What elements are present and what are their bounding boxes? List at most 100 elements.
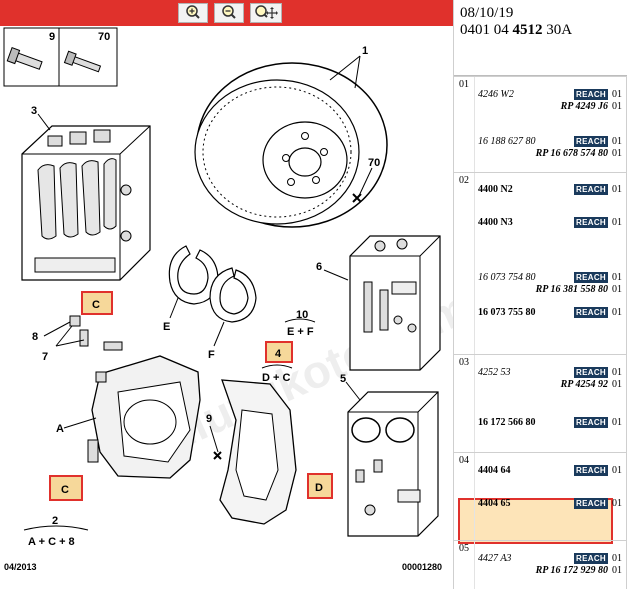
spring-clip-e[interactable]: E [163, 245, 219, 333]
part-row-selected[interactable]: 4404 65 REACH 01 [476, 496, 627, 526]
boxed-label-c-upper[interactable]: C [81, 291, 113, 315]
part-number[interactable]: 4404 65 [478, 498, 511, 509]
zoom-pan-button[interactable] [250, 3, 282, 23]
quantity: 01 [612, 417, 622, 428]
replacement-part-number[interactable]: RP 4249 J6 [560, 101, 608, 112]
part-number[interactable]: 4246 W2 [478, 89, 514, 100]
part-number[interactable]: 4427 A3 [478, 553, 512, 564]
document-header: 08/10/19 0401 04 4512 30A [454, 0, 627, 46]
bolt-thumbnail-9[interactable]: 9 [3, 27, 60, 87]
reach-badge-button[interactable]: REACH [574, 272, 608, 283]
brake-caliper[interactable]: A [56, 355, 201, 479]
magnifier-move-icon [255, 5, 278, 19]
brake-pad-set[interactable]: 3 [21, 105, 151, 281]
callout-d-plus-c: D + C [262, 372, 290, 384]
group-divider [474, 453, 475, 540]
reach-badge-button[interactable]: REACH [574, 136, 608, 147]
replacement-part-number[interactable]: RP 16 678 574 80 [535, 148, 608, 159]
callout-a: A [56, 423, 64, 435]
reach-badge-button[interactable]: REACH [574, 417, 608, 428]
group-number: 04 [459, 455, 469, 466]
reach-badge-button[interactable]: REACH [574, 367, 608, 378]
callout-9-top: 9 [49, 31, 55, 43]
svg-text:D: D [315, 482, 323, 494]
magnifier-plus-icon [186, 5, 200, 19]
spring-clip-f[interactable]: F [208, 267, 257, 361]
quantity: 01 [612, 284, 622, 295]
part-number[interactable]: 16 172 566 80 [478, 417, 536, 428]
part-number[interactable]: 4252 53 [478, 367, 511, 378]
quantity: 01 [612, 498, 622, 509]
boxed-label-d[interactable]: D [307, 473, 333, 499]
header-reference: 0401 04 4512 30A [460, 22, 573, 38]
part-number[interactable]: 4400 N3 [478, 217, 513, 228]
caliper-bracket[interactable]: 9 [206, 379, 297, 525]
callout-f: F [208, 349, 215, 361]
part-row[interactable]: 4404 64 REACH 01 [476, 463, 627, 493]
header-date: 08/10/19 [460, 5, 514, 21]
reach-badge-button[interactable]: REACH [574, 217, 608, 228]
quantity: 01 [612, 101, 622, 112]
zoom-in-button[interactable] [178, 3, 208, 23]
part-row[interactable]: 16 172 566 80 REACH 01 [476, 415, 627, 445]
reach-badge-button[interactable]: REACH [574, 465, 608, 476]
boxed-label-c-lower[interactable]: C [49, 475, 83, 501]
part-number[interactable]: 16 188 627 80 [478, 136, 536, 147]
quantity: 01 [612, 565, 622, 576]
reach-badge-button[interactable]: REACH [574, 498, 608, 509]
reach-badge-button[interactable]: REACH [574, 553, 608, 564]
repair-kit-6[interactable]: 6 [316, 235, 441, 371]
reach-badge-button[interactable]: REACH [574, 307, 608, 318]
parts-list-pane: 08/10/19 0401 04 4512 30A 01 4246 W2 REACH… [453, 0, 627, 589]
zoom-out-button[interactable] [214, 3, 244, 23]
bolt-thumbnail-70[interactable]: 70 [58, 27, 118, 87]
callout-7: 7 [42, 351, 48, 363]
part-row[interactable]: 16 073 754 80 REACH 01 RP 16 381 558 80 01 [476, 270, 627, 300]
footer-plate-number: 00001280 [402, 562, 442, 572]
quantity: 01 [612, 272, 622, 283]
callout-10: 10 [296, 309, 308, 321]
quantity: 01 [612, 465, 622, 476]
svg-text:4: 4 [275, 348, 282, 360]
callout-70-mid: 70 [368, 157, 380, 169]
part-number[interactable]: 4400 N2 [478, 184, 513, 195]
callout-6: 6 [316, 261, 322, 273]
callout-9-mid: 9 [206, 413, 212, 425]
parts-group-04: 04 4404 64 REACH 01 4404 65 REACH 01 [454, 452, 627, 540]
replacement-part-number[interactable]: RP 16 381 558 80 [535, 284, 608, 295]
seal-kit-5[interactable]: 5 [340, 373, 439, 537]
part-number[interactable]: 16 073 754 80 [478, 272, 536, 283]
callout-3: 3 [31, 105, 37, 117]
callout-e-plus-f: E + F [287, 326, 314, 338]
group-divider [474, 541, 475, 589]
exploded-parts-diagram: uluvukoto.com 9 70 [3, 27, 453, 572]
group-divider [474, 77, 475, 172]
brake-disc[interactable]: 1 70 [194, 45, 388, 228]
quantity: 01 [612, 307, 622, 318]
caliper-bolts[interactable]: 8 7 [32, 315, 123, 363]
part-row[interactable]: 4427 A3 REACH 01 RP 16 172 929 80 01 [476, 551, 627, 581]
part-row[interactable]: 16 073 755 80 REACH 01 [476, 305, 627, 335]
group-number: 02 [459, 175, 469, 186]
part-number[interactable]: 4404 64 [478, 465, 511, 476]
part-number[interactable]: 16 073 755 80 [478, 307, 536, 318]
quantity: 01 [612, 553, 622, 564]
group-number: 03 [459, 357, 469, 368]
quantity: 01 [612, 136, 622, 147]
boxed-label-4[interactable]: 4 [265, 341, 293, 363]
header-separator [454, 46, 627, 76]
replacement-part-number[interactable]: RP 4254 92 [560, 379, 608, 390]
reach-badge-button[interactable]: REACH [574, 184, 608, 195]
svg-text:C: C [92, 299, 100, 311]
replacement-part-number[interactable]: RP 16 172 929 80 [535, 565, 608, 576]
reach-badge-button[interactable]: REACH [574, 89, 608, 100]
